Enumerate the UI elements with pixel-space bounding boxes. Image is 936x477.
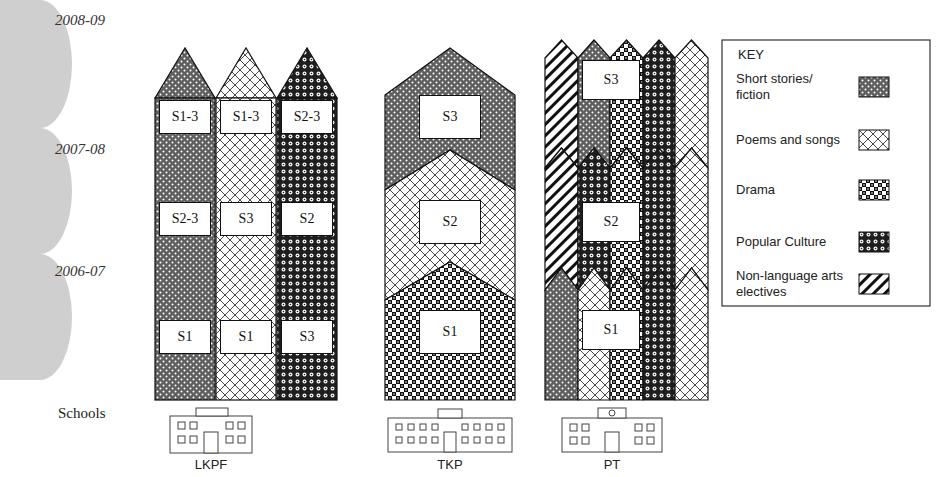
stage-box: S1 [220, 320, 272, 354]
legend-swatch [858, 273, 890, 295]
legend-text: Popular Culture [736, 234, 850, 250]
stage-label: S1 [604, 322, 619, 338]
stage-box: S2 [419, 200, 481, 244]
legend-swatch [858, 76, 890, 98]
year-label: 2006-07 [55, 262, 105, 280]
key-box [722, 40, 930, 306]
stage-label: S2 [300, 211, 315, 227]
stage-box: S3 [281, 320, 333, 354]
stage-label: S2-3 [172, 211, 198, 227]
text-label: KEY [738, 47, 764, 63]
legend-entry: Short stories/ fiction [736, 64, 926, 110]
stage-label: S3 [443, 109, 458, 125]
stage-label: S3 [300, 329, 315, 345]
legend-text: Short stories/ fiction [736, 71, 850, 104]
stage-label: S1-3 [172, 109, 198, 125]
legend-text: Non-language arts electives [736, 268, 850, 301]
text-label: TKP [437, 457, 462, 473]
stage-label: S2 [443, 214, 458, 230]
stage-box: S3 [220, 202, 272, 236]
text-label: PT [604, 457, 621, 473]
stage-box: S2 [582, 202, 640, 242]
stage-box: S1 [159, 320, 211, 354]
year-label: 2007-08 [55, 140, 105, 158]
year-band [0, 0, 72, 380]
stage-label: S1-3 [233, 109, 259, 125]
stage-box: S1 [582, 310, 640, 350]
stage-label: S2-3 [294, 109, 320, 125]
stage-label: S1 [178, 329, 193, 345]
lkpf-columns [155, 48, 337, 400]
stage-box: S1-3 [159, 100, 211, 134]
stage-label: S2 [604, 214, 619, 230]
legend-entry: Non-language arts electives [736, 261, 926, 307]
stage-label: S1 [443, 324, 458, 340]
stage-box: S2-3 [159, 202, 211, 236]
pt-columns [545, 40, 708, 400]
legend-text: Drama [736, 182, 850, 198]
year-label: 2008-09 [55, 11, 105, 29]
text-label: LKPF [195, 457, 228, 473]
school-icon [562, 408, 662, 452]
stage-box: S3 [419, 95, 481, 139]
legend-text: Poems and songs [736, 132, 850, 148]
tkp-column [385, 48, 515, 400]
stage-box: S1 [419, 310, 481, 354]
text-label: Schools [58, 404, 106, 422]
stage-label: S3 [604, 72, 619, 88]
legend-swatch [858, 129, 890, 151]
stage-label: S3 [239, 211, 254, 227]
school-icon [170, 408, 252, 453]
legend-entry: Drama [736, 167, 926, 213]
legend-swatch [858, 179, 890, 201]
school-icon [388, 409, 512, 452]
legend-entry: Popular Culture [736, 219, 926, 265]
legend-entry: Poems and songs [736, 117, 926, 163]
legend-swatch [858, 231, 890, 253]
stage-label: S1 [239, 329, 254, 345]
stage-box: S3 [582, 60, 640, 100]
stage-box: S2 [281, 202, 333, 236]
stage-box: S2-3 [281, 100, 333, 134]
stage-box: S1-3 [220, 100, 272, 134]
